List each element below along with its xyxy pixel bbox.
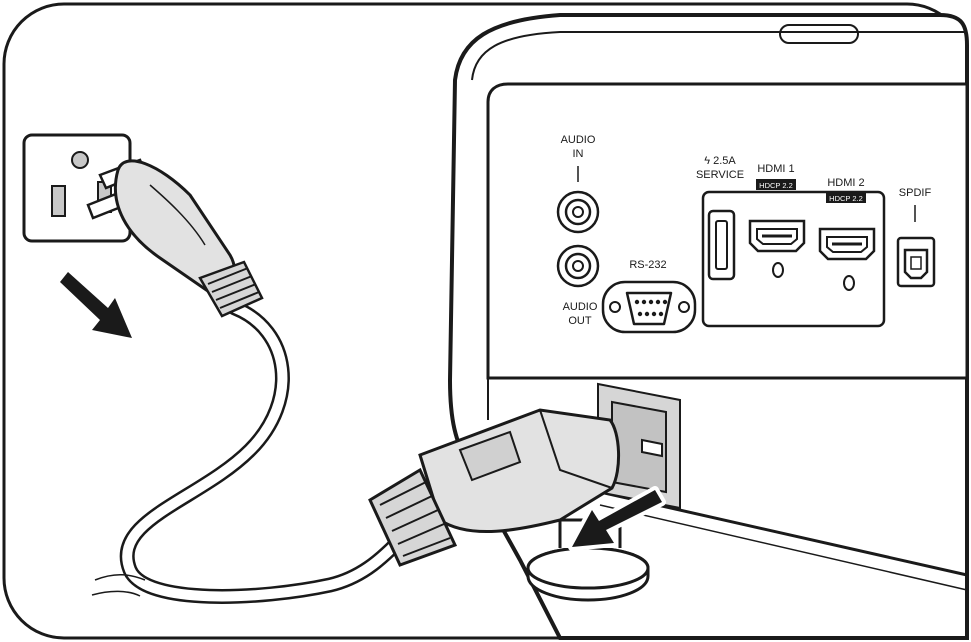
- audio-in-jack[interactable]: [556, 190, 600, 234]
- audio-out-label-line1: AUDIO: [563, 301, 598, 313]
- hdmi2-led: [843, 275, 855, 291]
- hdmi2-badge: HDCP 2.2: [829, 194, 863, 203]
- hdmi-service-block: [701, 190, 886, 328]
- unplug-arrow-inlet: [568, 486, 666, 551]
- usb-service-port[interactable]: [707, 209, 736, 281]
- hdmi1-badge: HDCP 2.2: [759, 181, 793, 190]
- audio-in-label-line2: IN: [573, 148, 584, 160]
- rs232-port[interactable]: [601, 280, 697, 334]
- hdmi1-label: HDMI 1: [757, 163, 794, 175]
- hdmi2-port[interactable]: [818, 227, 876, 261]
- hdmi2-label: HDMI 2: [827, 177, 864, 189]
- audio-out-label-line2: OUT: [568, 315, 592, 327]
- service-label-line2: SERVICE: [696, 169, 744, 181]
- rs232-label: RS-232: [629, 259, 666, 271]
- hdmi1-led: [772, 262, 784, 278]
- wall-plug[interactable]: [86, 158, 264, 318]
- service-label-line1: ϟ 2.5A: [704, 155, 736, 167]
- power-cord: [91, 300, 403, 604]
- vent-slot: [779, 24, 859, 44]
- spdif-port[interactable]: [896, 236, 936, 288]
- hdmi1-port[interactable]: [748, 219, 806, 253]
- audio-in-label-line1: AUDIO: [561, 134, 596, 146]
- io-panel: AUDIO IN AUDIO OUT RS-232: [486, 82, 969, 420]
- hdmi1-badge-bg: [756, 179, 796, 190]
- spdif-label: SPDIF: [899, 187, 932, 199]
- unplug-arrow-outlet: [60, 272, 132, 338]
- audio-out-jack[interactable]: [556, 244, 600, 288]
- iec-connector[interactable]: [368, 408, 621, 567]
- hdmi2-badge-bg: [826, 192, 866, 203]
- ac-power-inlet[interactable]: [597, 382, 681, 510]
- projector-foot: [526, 518, 650, 602]
